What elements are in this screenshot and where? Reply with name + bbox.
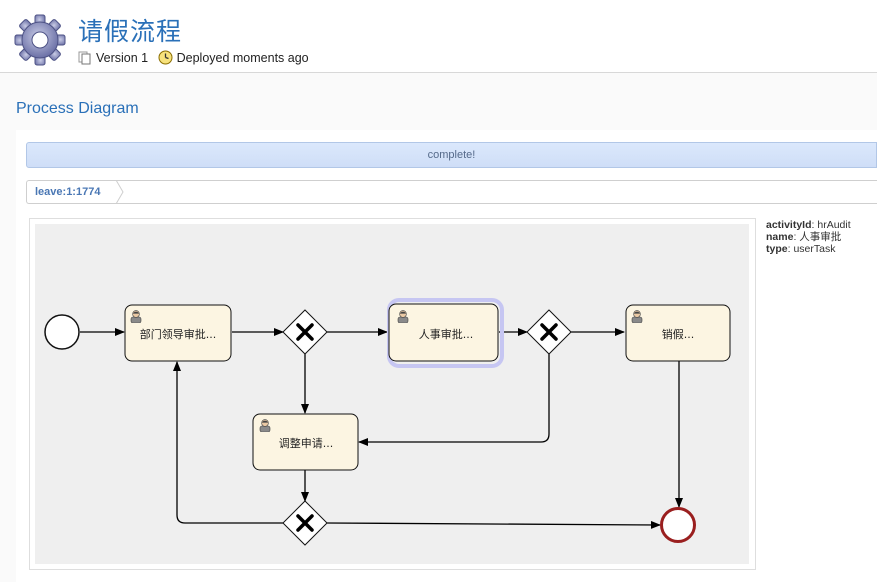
copy-icon bbox=[78, 51, 91, 65]
deployment-meta: Version 1 Deployed moments ago bbox=[78, 50, 315, 65]
breadcrumb-item[interactable]: leave:1:1774 bbox=[35, 186, 101, 198]
task-label: 销假... bbox=[662, 327, 695, 341]
clock-icon bbox=[158, 50, 173, 65]
activity-properties: activityId: hrAudit name: 人事审批 type: use… bbox=[766, 219, 851, 255]
flow-gateway2-to-modify bbox=[358, 354, 550, 446]
status-banner: complete! bbox=[26, 142, 877, 168]
task-label: 调整申请... bbox=[279, 436, 334, 450]
end-event[interactable] bbox=[660, 507, 696, 543]
gateway-x-icon bbox=[296, 514, 314, 532]
breadcrumb-separator-icon bbox=[115, 180, 124, 204]
section-title: Process Diagram bbox=[16, 100, 139, 117]
task-label: 部门领导审批... bbox=[140, 327, 217, 341]
gateway-1[interactable] bbox=[282, 309, 328, 355]
task-dept-audit[interactable]: 部门领导审批... bbox=[124, 304, 232, 362]
deployed-label: Deployed moments ago bbox=[176, 51, 309, 65]
diagram-canvas bbox=[35, 224, 749, 564]
breadcrumb: leave:1:1774 bbox=[26, 180, 877, 204]
property-activity-id: activityId: hrAudit bbox=[766, 219, 851, 231]
gateway-x-icon bbox=[296, 323, 314, 341]
gateway-2[interactable] bbox=[526, 309, 572, 355]
property-type: type: userTask bbox=[766, 243, 836, 255]
task-hr-audit[interactable]: 人事审批... bbox=[387, 298, 504, 368]
task-modify-apply[interactable]: 调整申请... bbox=[252, 413, 359, 471]
task-label: 人事审批... bbox=[419, 327, 474, 341]
gear-icon bbox=[14, 14, 66, 66]
version-label: Version 1 bbox=[96, 51, 149, 65]
gateway-3[interactable] bbox=[282, 500, 328, 546]
header: 请假流程 Version 1 Deployed moments ago bbox=[0, 0, 877, 73]
gateway-x-icon bbox=[540, 323, 558, 341]
flow-gateway3-to-end bbox=[326, 520, 661, 529]
page-title: 请假流程 bbox=[78, 18, 183, 46]
start-event[interactable] bbox=[44, 314, 80, 350]
flow-gateway3-to-dept bbox=[173, 361, 283, 524]
property-name: name: 人事审批 bbox=[766, 231, 842, 243]
task-report-back[interactable]: 销假... bbox=[625, 304, 731, 362]
